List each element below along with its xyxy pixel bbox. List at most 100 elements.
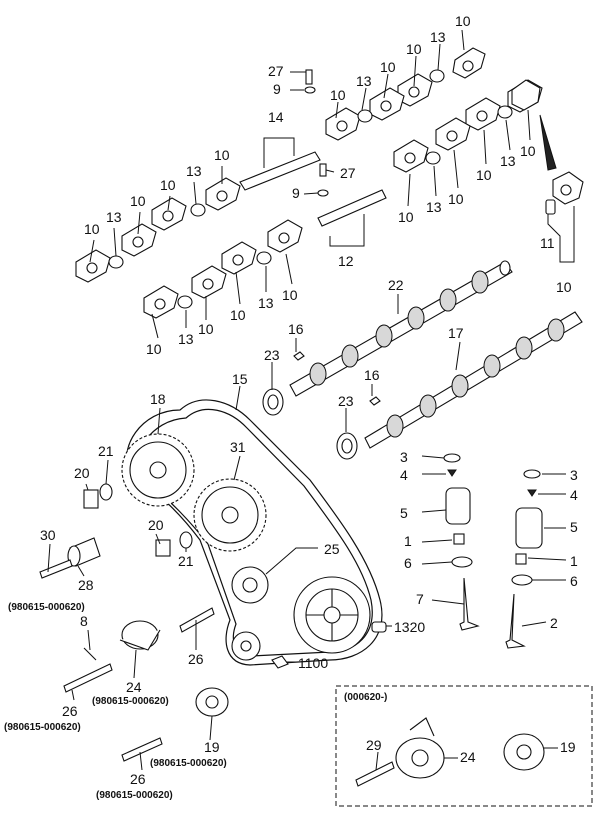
label-10: 10 <box>520 143 536 159</box>
rocker-arm <box>151 197 187 231</box>
bolt <box>179 607 215 633</box>
label-10: 10 <box>84 221 100 237</box>
date-range-label: (980615-000620) <box>92 696 169 707</box>
label-9: 9 <box>292 185 300 201</box>
rocker-shaft <box>317 189 387 227</box>
label-1320: 1320 <box>394 619 425 635</box>
rocker-arm <box>221 241 257 275</box>
rocker-arm <box>552 171 584 205</box>
spacer-ring <box>497 105 513 119</box>
inset-bolt <box>355 761 395 787</box>
valve-spring <box>515 507 543 549</box>
label-10: 10 <box>556 279 572 295</box>
date-range-label: (980615-000620) <box>96 790 173 801</box>
exhaust-valve <box>505 593 526 649</box>
label-13: 13 <box>186 163 202 179</box>
spring-seat <box>451 556 473 568</box>
label-20: 20 <box>74 465 90 481</box>
camshaft-upper <box>289 260 513 397</box>
inset-frame <box>335 685 593 807</box>
valve-assembly-right <box>505 469 543 649</box>
label-21: 21 <box>98 443 114 459</box>
label-11: 11 <box>540 235 555 251</box>
label-13: 13 <box>430 29 446 45</box>
label-26: 26 <box>62 703 78 719</box>
label-31: 31 <box>230 439 246 455</box>
label-28: 28 <box>78 577 94 593</box>
label-13: 13 <box>356 73 372 89</box>
label-23: 23 <box>338 393 354 409</box>
label-5: 5 <box>570 519 578 535</box>
valve-stem-seal <box>515 553 527 565</box>
label-1: 1 <box>570 553 578 569</box>
inset-date-range: (000620-) <box>344 692 387 703</box>
date-range-label: (980615-000620) <box>8 602 85 613</box>
label-16: 16 <box>364 367 380 383</box>
label-10: 10 <box>214 147 230 163</box>
label-10: 10 <box>146 341 162 357</box>
label-24: 24 <box>460 749 476 765</box>
intake-valve <box>459 577 480 631</box>
label-10: 10 <box>130 193 146 209</box>
rocker-shaft-group <box>239 69 387 227</box>
tensioner-pulley <box>231 566 269 604</box>
label-10: 10 <box>230 307 246 323</box>
spacer-ring <box>425 151 441 165</box>
timing-cover-bolt <box>271 655 289 669</box>
rocker-arm <box>393 139 429 173</box>
idler-pulley <box>67 537 101 567</box>
label-3: 3 <box>570 467 578 483</box>
washer <box>317 189 329 197</box>
rocker-arm <box>511 79 541 111</box>
label-13: 13 <box>258 295 274 311</box>
spring <box>83 647 97 661</box>
label-2: 2 <box>550 615 558 631</box>
direction-arrow <box>539 114 557 171</box>
bolt <box>63 663 113 693</box>
camshaft-lower <box>364 311 583 449</box>
label-4: 4 <box>570 487 578 503</box>
label-29: 29 <box>366 737 382 753</box>
bolt <box>39 559 73 579</box>
label-27: 27 <box>340 165 356 181</box>
label-5: 5 <box>400 505 408 521</box>
label-13: 13 <box>178 331 194 347</box>
label-10: 10 <box>406 41 422 57</box>
rocker-arm <box>435 117 471 151</box>
label-15: 15 <box>232 371 248 387</box>
label-20: 20 <box>148 517 164 533</box>
valve-retainer <box>443 453 461 463</box>
rocker-arm <box>397 73 433 107</box>
auto-tensioner <box>119 620 161 651</box>
date-range-label: (980615-000620) <box>4 722 81 733</box>
label-10: 10 <box>398 209 414 225</box>
rocker-arm <box>325 107 361 141</box>
label-14: 14 <box>268 109 284 125</box>
washer <box>304 86 316 94</box>
spring-seat <box>511 574 533 586</box>
label-10: 10 <box>476 167 492 183</box>
label-13: 13 <box>106 209 122 225</box>
timing-cover-bolt <box>371 621 387 633</box>
bolt <box>83 489 99 509</box>
rocker-arm <box>267 219 303 253</box>
crankshaft-sprocket <box>293 576 371 654</box>
leader-lines <box>47 29 575 771</box>
camshaft-sprocket <box>121 433 195 507</box>
label-7: 7 <box>416 591 424 607</box>
spacer-ring <box>108 255 124 269</box>
label-30: 30 <box>40 527 56 543</box>
part-labels: 10 13 10 10 13 10 27 9 14 27 9 12 10 13 … <box>4 13 578 801</box>
woodruff-key <box>369 396 381 406</box>
rocker-arm-group <box>75 47 584 319</box>
label-16: 16 <box>288 321 304 337</box>
label-4: 4 <box>400 467 408 483</box>
label-9: 9 <box>273 81 281 97</box>
washer <box>179 531 193 549</box>
rocker-arm <box>121 223 157 257</box>
woodruff-key <box>293 351 305 361</box>
spacer-ring <box>429 69 445 83</box>
rocker-arm <box>205 177 241 211</box>
bolt <box>305 69 313 85</box>
